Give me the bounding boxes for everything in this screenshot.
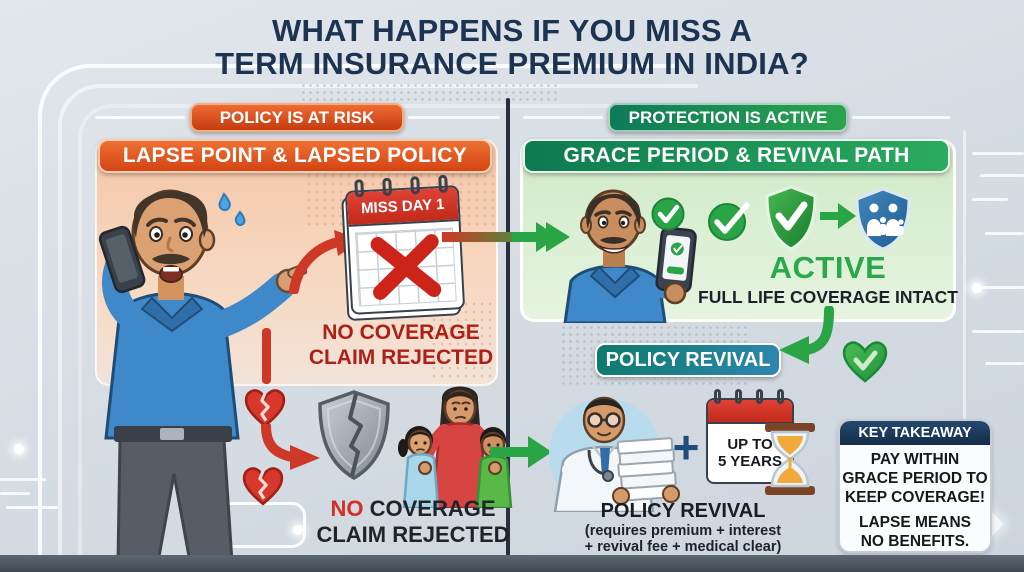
decor-frame xyxy=(38,64,678,572)
coverage-label: COVERAGE xyxy=(363,496,496,521)
into-grace-arrow-icon xyxy=(512,222,558,252)
key-takeaway-body: PAY WITHIN GRACE PERIOD TO KEEP COVERAGE… xyxy=(840,445,990,551)
decor-line xyxy=(975,286,1024,289)
calendar-body: MISS DAY 1 xyxy=(344,185,466,315)
warning-line: CLAIM REJECTED xyxy=(316,522,510,548)
risk-status-badge: POLICY IS AT RISK xyxy=(190,103,404,132)
decor-dot xyxy=(14,444,24,454)
decor-line xyxy=(95,116,185,119)
grace-banner: GRACE PERIOD & REVIVAL PATH xyxy=(523,139,950,173)
green-check-circle-icon xyxy=(651,197,685,231)
bottom-band xyxy=(0,555,1024,572)
page-title: WHAT HAPPENS IF YOU MISS A TERM INSURANC… xyxy=(0,14,1024,81)
doctor-illustration xyxy=(549,396,680,512)
decor-frame xyxy=(58,84,698,572)
revival-calendar-icon: UP TO 5 YEARS xyxy=(706,389,794,484)
green-check-circle-icon xyxy=(708,202,750,241)
calendar-line: UP TO xyxy=(727,435,773,453)
key-takeaway-header: KEY TAKEAWAY xyxy=(840,421,990,445)
decor-line xyxy=(0,492,30,495)
family-illustration xyxy=(398,386,513,508)
key-takeaway-card: KEY TAKEAWAY PAY WITHIN GRACE PERIOD TO … xyxy=(838,419,992,553)
red-arrow-segment xyxy=(262,328,271,384)
decor-line xyxy=(0,478,46,481)
decor-line xyxy=(408,116,500,119)
decor-line xyxy=(963,130,966,440)
revival-note-line: + revival fee + medical clear) xyxy=(584,538,782,555)
takeaway-line: NO BENEFITS. xyxy=(860,533,970,551)
policy-revival-label: POLICY REVIVAL xyxy=(605,348,771,371)
key-takeaway-title: KEY TAKEAWAY xyxy=(858,425,972,441)
claim-rejected-warning: NO COVERAGE CLAIM REJECTED xyxy=(316,496,510,549)
decor-line xyxy=(972,152,1024,155)
warning-line: NO COVERAGE xyxy=(316,496,510,522)
decor-line xyxy=(523,116,603,119)
shield-arrow-icon xyxy=(820,203,856,229)
to-revival-arrow-icon xyxy=(490,436,552,468)
policy-revival-badge: POLICY REVIVAL xyxy=(595,343,781,377)
lapse-to-grace-arrow-icon xyxy=(442,222,570,252)
miss-day-calendar-icon: MISS DAY 1 xyxy=(341,174,466,322)
center-divider xyxy=(506,98,510,557)
title-line-2: TERM INSURANCE PREMIUM IN INDIA? xyxy=(215,46,809,82)
grace-banner-label: GRACE PERIOD & REVIVAL PATH xyxy=(563,144,910,167)
lapse-banner: LAPSE POINT & LAPSED POLICY xyxy=(98,139,492,173)
decor-line xyxy=(985,362,1024,365)
cracked-shield-icon xyxy=(318,390,390,481)
warning-line: CLAIM REJECTED xyxy=(308,346,494,370)
happy-man-illustration xyxy=(563,189,697,323)
broken-heart-icon xyxy=(244,389,286,428)
revival-curve-arrow-icon xyxy=(779,306,834,364)
heart-check-icon xyxy=(842,341,888,383)
paper-stack-icon xyxy=(616,437,677,502)
phone-icon xyxy=(98,225,146,294)
active-status: ACTIVE xyxy=(769,250,887,285)
decor-line xyxy=(6,506,58,509)
decor-line xyxy=(972,198,1008,201)
blue-shield-family-icon xyxy=(855,187,911,251)
takeaway-line: PAY WITHIN xyxy=(870,451,960,468)
no-coverage-warning: NO COVERAGE CLAIM REJECTED xyxy=(298,320,504,370)
calendar-label: MISS DAY 1 xyxy=(360,195,445,217)
takeaway-line: LAPSE MEANS xyxy=(859,514,971,532)
decor-line xyxy=(985,232,1024,235)
hourglass-icon xyxy=(765,423,815,495)
revival-title: POLICY REVIVAL xyxy=(600,500,766,522)
revival-note: (requires premium + interest + revival f… xyxy=(578,523,788,556)
sweat-drops-icon xyxy=(218,192,246,227)
title-line-1: WHAT HAPPENS IF YOU MISS A xyxy=(272,13,752,48)
broken-heart-icon xyxy=(242,467,284,506)
red-elbow-arrow-icon xyxy=(261,424,320,470)
red-x-icon xyxy=(370,234,442,300)
protection-status-badge: PROTECTION IS ACTIVE xyxy=(608,103,848,132)
warning-line: NO COVERAGE xyxy=(322,321,480,344)
revival-note-line: (requires premium + interest xyxy=(584,523,782,539)
decor-line xyxy=(972,330,1024,333)
decor-line xyxy=(980,174,1024,177)
calendar-line: 5 YEARS xyxy=(718,453,782,470)
calendar-grid xyxy=(355,227,457,307)
green-shield-check-icon xyxy=(765,185,817,251)
risk-status-label: POLICY IS AT RISK xyxy=(219,107,375,127)
takeaway-line: GRACE PERIOD TO xyxy=(842,470,988,488)
protection-status-label: PROTECTION IS ACTIVE xyxy=(628,107,828,127)
coverage-intact-label: FULL LIFE COVERAGE INTACT xyxy=(698,287,958,307)
takeaway-line: KEEP COVERAGE! xyxy=(844,489,986,507)
decor-dot xyxy=(293,525,303,535)
lapse-banner-label: LAPSE POINT & LAPSED POLICY xyxy=(122,144,468,167)
no-label: NO xyxy=(330,496,364,521)
decor-dot xyxy=(972,283,982,293)
plus-sign: + xyxy=(672,421,700,473)
decor-line xyxy=(852,116,950,119)
worried-man-illustration xyxy=(98,189,307,562)
